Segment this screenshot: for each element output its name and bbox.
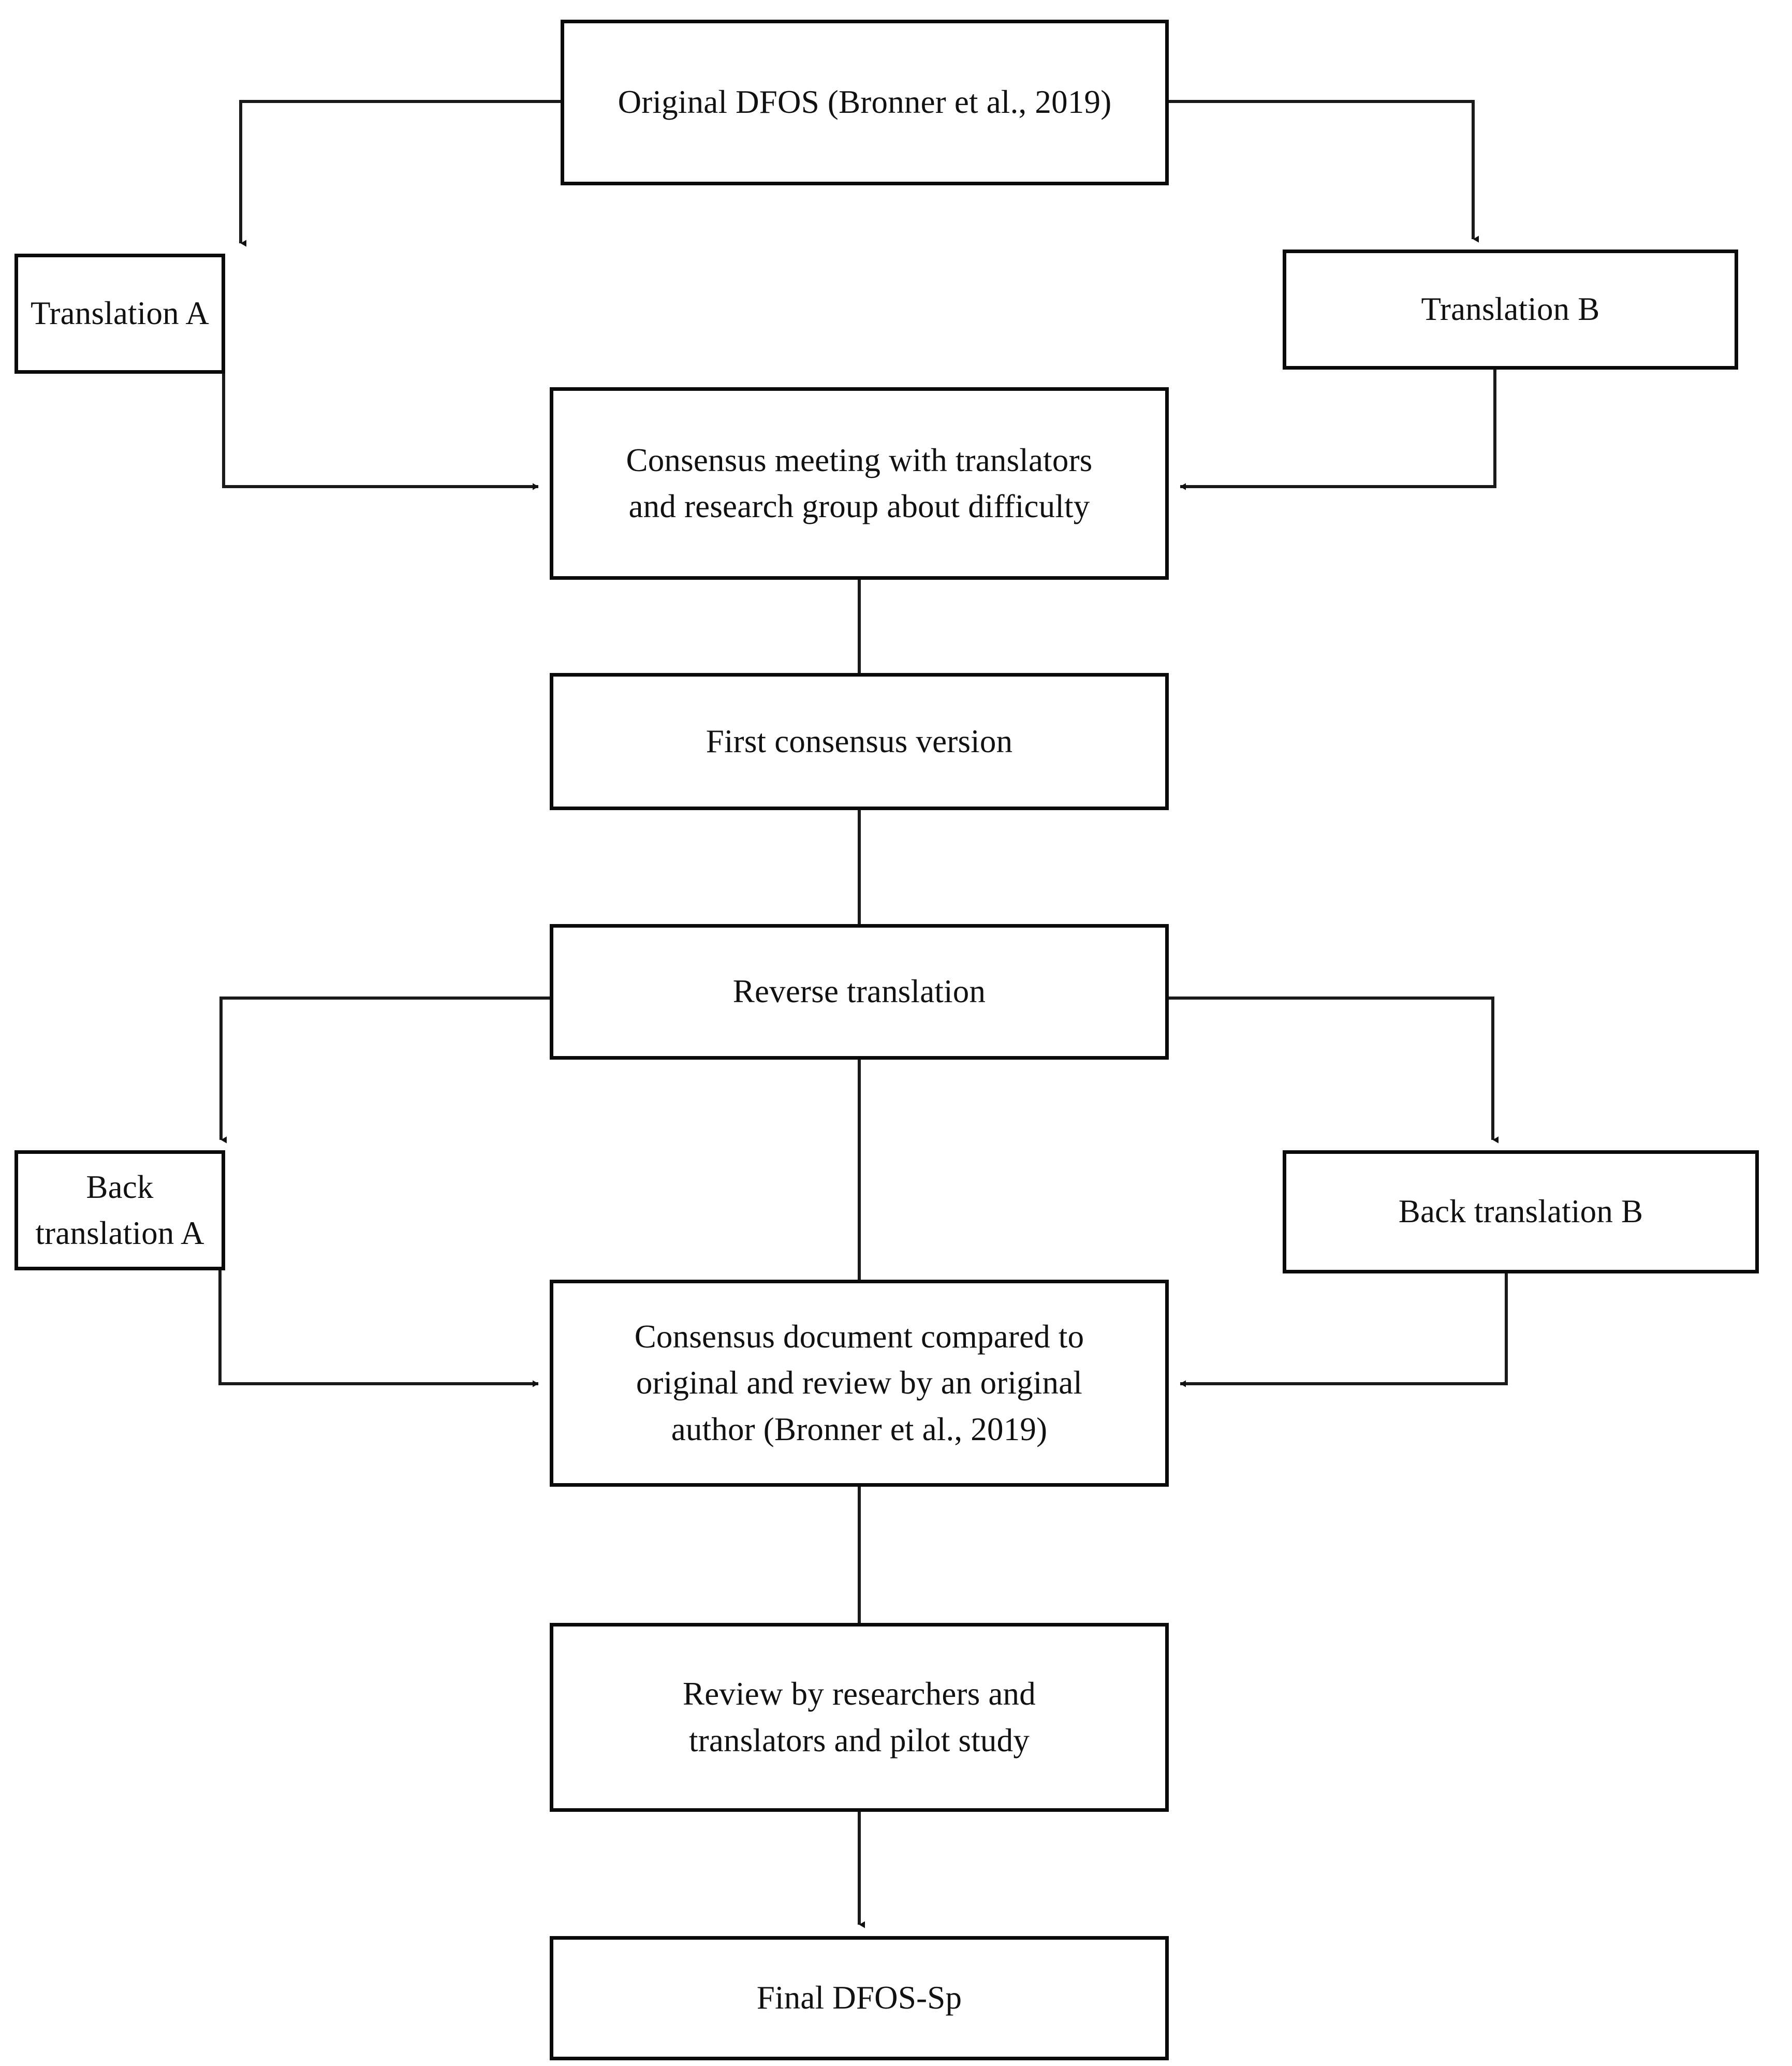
node-back-translation-a[interactable]: Back translation A (14, 1150, 225, 1270)
node-final-dfos-sp[interactable]: Final DFOS-Sp (550, 1936, 1169, 2060)
node-review-pilot-label: Review by researchers and translators an… (683, 1676, 1036, 1759)
node-consensus-meeting[interactable]: Consensus meeting with translators and r… (550, 387, 1169, 580)
node-original-dfos[interactable]: Original DFOS (Bronner et al., 2019) (561, 20, 1169, 185)
node-translation-a-label: Translation A (30, 295, 210, 332)
node-consensus-meeting-label: Consensus meeting with translators and r… (626, 442, 1093, 524)
node-translation-b[interactable]: Translation B (1283, 250, 1738, 370)
node-original-dfos-label: Original DFOS (Bronner et al., 2019) (618, 84, 1112, 121)
node-review-pilot[interactable]: Review by researchers and translators an… (550, 1623, 1169, 1812)
node-first-consensus-version[interactable]: First consensus version (550, 673, 1169, 810)
connector-original-to-translation-a (239, 100, 561, 247)
connector-translation-b-to-consensus-meeting (1180, 370, 1496, 490)
node-reverse-translation[interactable]: Reverse translation (550, 924, 1169, 1060)
connector-translation-a-to-consensus-meeting (222, 374, 539, 490)
connector-reverse-translation-to-back-b (1169, 997, 1499, 1144)
connector-back-b-to-consensus-document (1180, 1273, 1508, 1387)
connector-reverse-translation-to-back-a (219, 997, 550, 1144)
node-back-translation-b-label: Back translation B (1398, 1193, 1643, 1230)
node-consensus-document[interactable]: Consensus document compared to original … (550, 1280, 1169, 1487)
node-back-translation-b[interactable]: Back translation B (1283, 1150, 1759, 1273)
connector-original-to-translation-b (1169, 100, 1479, 243)
node-back-translation-a-label: Back translation A (35, 1168, 204, 1251)
node-translation-b-label: Translation B (1421, 291, 1600, 328)
node-reverse-translation-label: Reverse translation (732, 973, 986, 1010)
node-translation-a[interactable]: Translation A (14, 254, 225, 374)
node-final-dfos-sp-label: Final DFOS-Sp (756, 1980, 962, 2016)
node-consensus-document-label: Consensus document compared to original … (634, 1318, 1084, 1447)
connector-back-a-to-consensus-document (218, 1270, 539, 1387)
node-first-consensus-version-label: First consensus version (706, 723, 1013, 759)
